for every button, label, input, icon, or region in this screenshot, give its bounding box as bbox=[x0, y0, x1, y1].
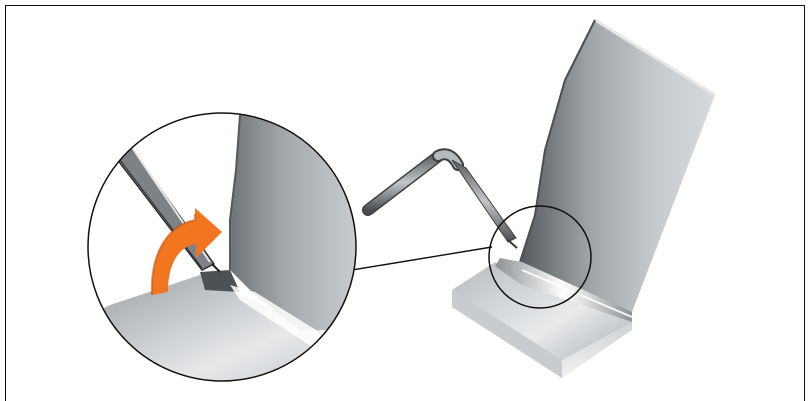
workpiece bbox=[452, 20, 715, 378]
vertical-plate bbox=[520, 20, 715, 312]
connector-line bbox=[340, 247, 492, 272]
zoom-view bbox=[80, 95, 370, 400]
